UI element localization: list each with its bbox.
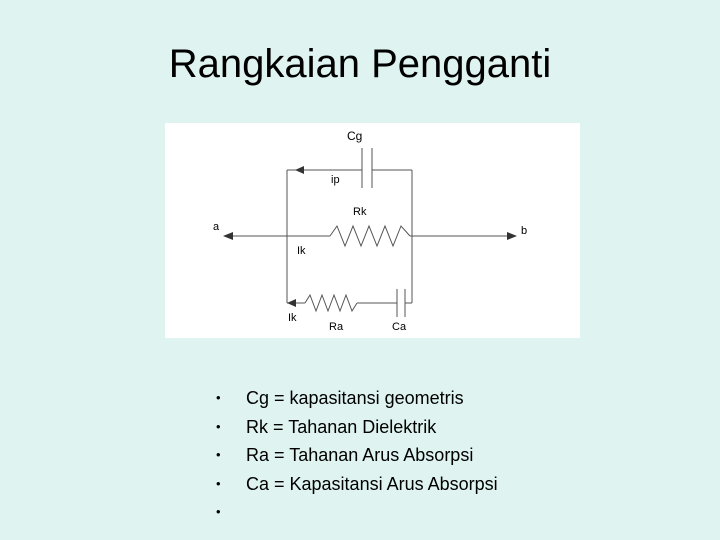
list-item: • Ca = Kapasitansi Arus Absorpsi xyxy=(216,472,498,501)
definition-list: • Cg = kapasitansi geometris • Rk = Tahana… xyxy=(216,386,498,529)
arrow-b xyxy=(507,232,517,240)
bullet-marker: • xyxy=(216,390,221,405)
list-item-text: Cg = kapasitansi geometris xyxy=(246,388,464,408)
list-item-text: Ra = Tahanan Arus Absorpsi xyxy=(246,445,474,465)
arrow-ik-bottom xyxy=(287,299,296,307)
label-a: a xyxy=(213,221,220,233)
list-item: • Ra = Tahanan Arus Absorpsi xyxy=(216,443,498,472)
bullet-marker: • xyxy=(216,447,221,462)
bullet-marker: • xyxy=(216,475,221,491)
list-item: • xyxy=(216,500,498,529)
list-item-text: Ca = Kapasitansi Arus Absorpsi xyxy=(246,473,498,494)
resistor-ra xyxy=(304,293,358,313)
label-rk: Rk xyxy=(353,206,367,218)
bullet-marker: • xyxy=(216,504,221,519)
label-ca: Ca xyxy=(392,321,407,333)
label-b: b xyxy=(521,225,527,237)
label-ra: Ra xyxy=(329,321,344,333)
equivalent-circuit-diagram: Cg ip Rk Ik a b Ik Ra Ca xyxy=(165,123,580,338)
label-ik-mid: Ik xyxy=(297,245,306,257)
list-item: • Cg = kapasitansi geometris xyxy=(216,386,498,415)
list-item: • Rk = Tahanan Dielektrik xyxy=(216,415,498,444)
slide-title: Rangkaian Pengganti xyxy=(168,42,552,86)
bullet-marker: • xyxy=(216,418,221,434)
label-ik-bottom: Ik xyxy=(288,312,297,324)
label-cg: Cg xyxy=(347,129,362,143)
resistor-rk xyxy=(329,224,411,248)
label-ip: ip xyxy=(331,174,340,186)
arrow-a xyxy=(223,232,233,240)
circuit-svg: Cg ip Rk Ik a b Ik Ra Ca xyxy=(213,129,527,333)
arrow-ip xyxy=(295,166,304,174)
list-item-text: Rk = Tahanan Dielektrik xyxy=(246,416,437,437)
